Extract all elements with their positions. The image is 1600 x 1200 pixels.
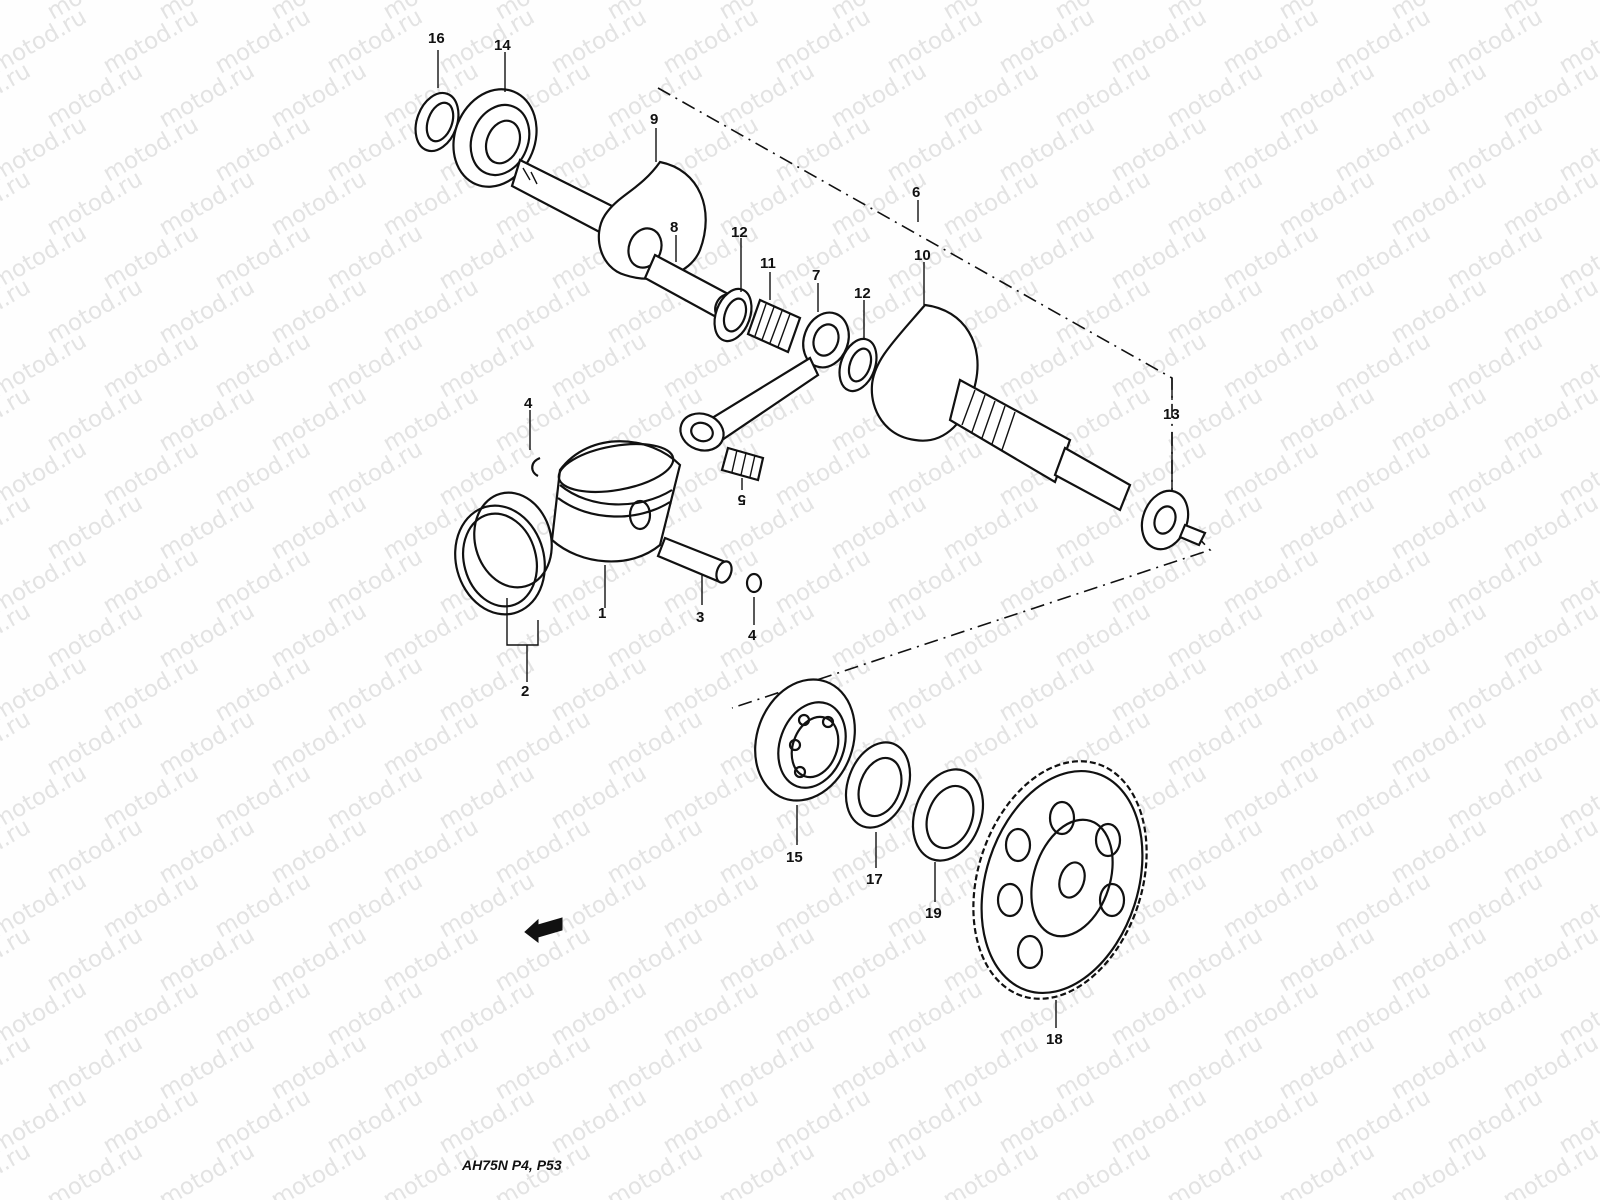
- part-17-oil-seal: [844, 741, 912, 868]
- callout-12-right: 12: [854, 285, 871, 302]
- callout-6: 6: [912, 184, 920, 201]
- callout-labels: 1 2 3 4 4 5 6 7 8 9 10 11 12 12 13 14 15…: [428, 30, 1180, 1048]
- part-1-piston: [550, 440, 682, 608]
- part-2-piston-rings: [454, 491, 553, 682]
- callout-16: 16: [428, 30, 445, 47]
- part-18-sprocket: [972, 760, 1148, 1028]
- callout-2: 2: [521, 683, 529, 700]
- crankshaft-assembly-boundary: [657, 87, 1212, 709]
- part-13-end-bushing: [1140, 432, 1207, 551]
- callout-14: 14: [494, 37, 511, 54]
- callout-18: 18: [1046, 1031, 1063, 1048]
- callout-5: 5: [738, 491, 746, 508]
- callout-11: 11: [760, 255, 776, 272]
- part-19-oil-seal: [911, 768, 985, 902]
- part-9-left-crank-web: [597, 128, 707, 280]
- callout-13: 13: [1163, 406, 1180, 423]
- callout-15: 15: [786, 849, 803, 866]
- callout-4: 4: [524, 395, 533, 412]
- callout-7: 7: [812, 267, 820, 284]
- callout-12: 12: [731, 224, 748, 241]
- part-3-piston-pin: [656, 536, 733, 605]
- callout-4-lower: 4: [748, 627, 757, 644]
- part-10-right-crank-web: [870, 262, 1132, 512]
- part-4-circlip: [529, 410, 541, 477]
- part-12-thrust-washer: [713, 238, 753, 343]
- callout-9: 9: [650, 111, 658, 128]
- callout-17: 17: [866, 871, 883, 888]
- part-14-bearing: [452, 52, 538, 188]
- callout-3: 3: [696, 609, 704, 626]
- part-5-needle-bearing: [720, 446, 765, 490]
- callout-10: 10: [914, 247, 931, 264]
- direction-arrow-icon: [524, 917, 563, 944]
- callout-1: 1: [598, 605, 606, 622]
- part-12-thrust-washer-right: [838, 300, 878, 393]
- part-11-needle-bearing: [746, 272, 802, 354]
- model-code: AH75N P4, P53: [461, 1157, 562, 1173]
- part-15-main-bearing: [754, 678, 856, 845]
- part-4-circlip-lower: [745, 572, 763, 625]
- part-16-oil-seal: [414, 50, 460, 153]
- callout-8: 8: [670, 219, 678, 236]
- part-7-connecting-rod: [679, 283, 850, 452]
- callout-19: 19: [925, 905, 942, 922]
